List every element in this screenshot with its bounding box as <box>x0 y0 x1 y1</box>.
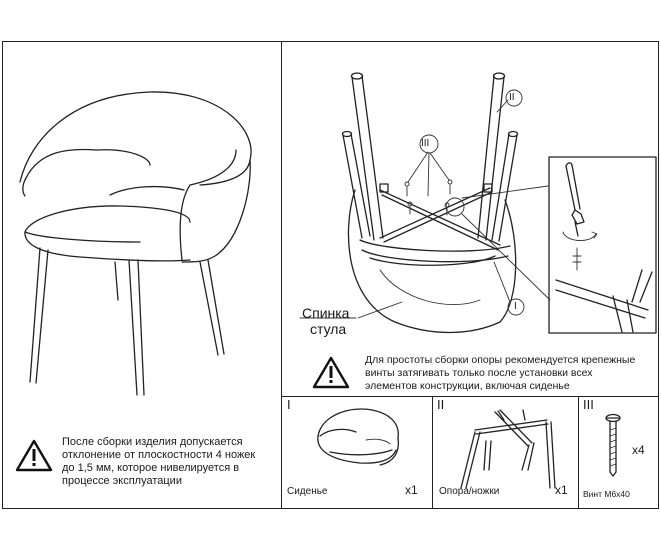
warning-line: до 1,5 мм, которое нивелируется в <box>62 462 240 474</box>
assembly-diagram <box>299 72 657 334</box>
assembly-tip-text: Для простоты сборки опоры рекомендуется … <box>365 354 657 393</box>
warning-icon <box>312 356 350 389</box>
back-label: Спинка стула <box>302 305 349 337</box>
flatness-warning-text: После сборки изделия допускается отклоне… <box>62 436 272 488</box>
part-i-seat-drawing <box>317 408 400 466</box>
part-ii-base-drawing <box>460 409 556 489</box>
part-i-name: Сиденье <box>287 486 328 497</box>
tip-line: Для простоты сборки опоры рекомендуется … <box>365 354 636 366</box>
part-iii-frame <box>578 396 659 509</box>
part-i-qty: x1 <box>405 483 418 497</box>
tip-line: элементов конструкции, включая сиденье <box>365 380 570 392</box>
part-iii-numeral: III <box>583 397 594 412</box>
callout-i-label: I <box>514 301 517 312</box>
warning-line: процессе эксплуатации <box>62 475 182 487</box>
part-ii-qty: x1 <box>555 483 568 497</box>
callout-ii-label: II <box>509 92 515 103</box>
part-iii-qty: x4 <box>632 443 645 457</box>
back-label-line: стула <box>310 321 347 337</box>
part-i-numeral: I <box>287 397 291 412</box>
warning-line: отклонение от плоскостности 4 ножек <box>62 449 256 461</box>
assembled-chair-drawing <box>19 91 252 396</box>
tip-line: винты затягивать только после установки … <box>365 367 593 379</box>
callout-iii-label: III <box>421 138 430 149</box>
part-ii-name: Опора/ножки <box>439 486 500 497</box>
callout-ii-circle <box>505 89 523 107</box>
callout-iii-circle <box>419 134 439 154</box>
back-label-line: Спинка <box>302 305 350 321</box>
warning-line: После сборки изделия допускается <box>62 436 243 448</box>
detail-inset-frame <box>548 156 657 334</box>
part-iii-name: Винт М6х40 <box>583 489 630 499</box>
callout-i-circle <box>507 298 525 316</box>
part-iii-screw-drawing <box>605 413 621 477</box>
warning-icon <box>15 439 53 472</box>
part-ii-numeral: II <box>437 397 445 412</box>
